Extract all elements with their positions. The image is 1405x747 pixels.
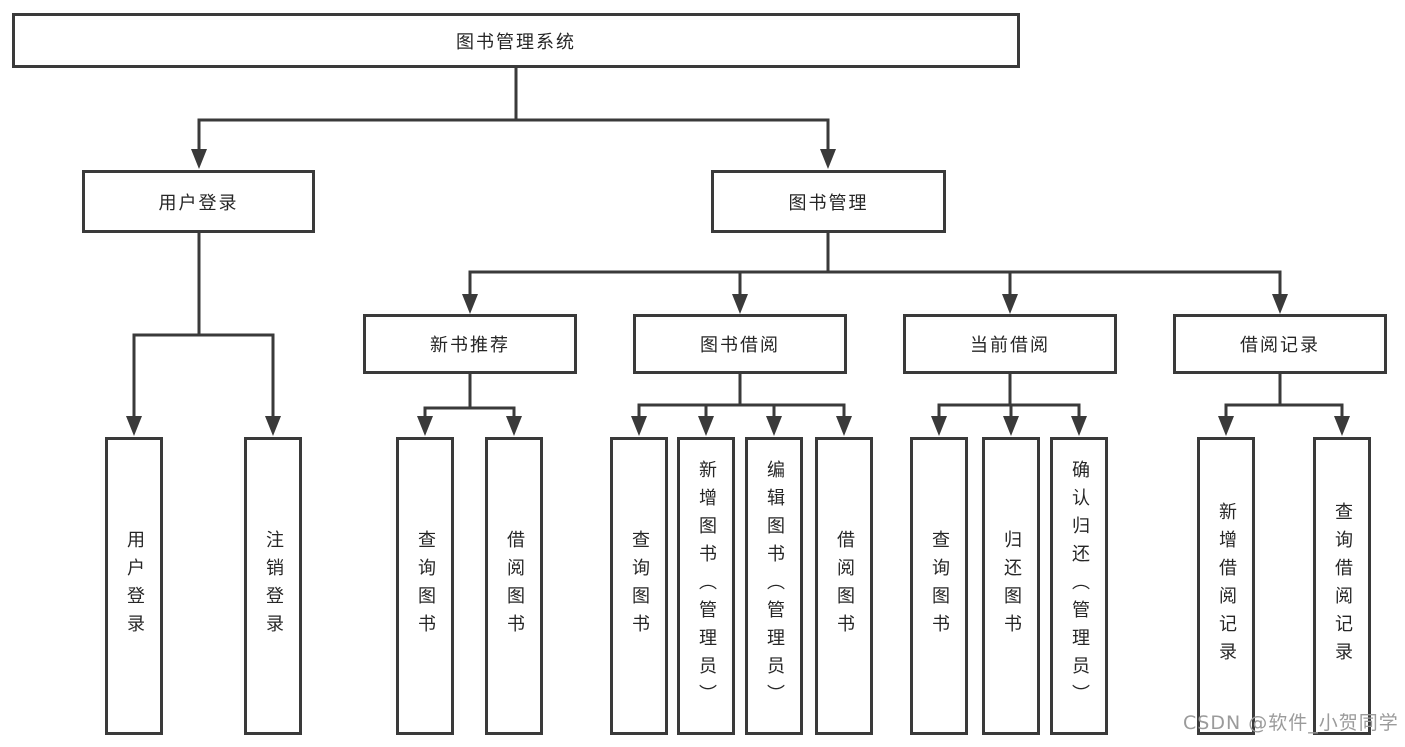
leaf-borrowing-add-book-admin: 新增图书（管理员） xyxy=(677,437,735,735)
leaf-records-query-record: 查询借阅记录 xyxy=(1313,437,1371,735)
leaf-recommend-query-book: 查询图书 xyxy=(396,437,454,735)
leaf-current-confirm-return-admin: 确认归还（管理员） xyxy=(1050,437,1108,735)
arrowhead xyxy=(931,416,947,436)
leaf-current-return-book: 归还图书 xyxy=(982,437,1040,735)
arrowhead xyxy=(698,416,714,436)
leaf-borrowing-edit-book-admin: 编辑图书（管理员） xyxy=(745,437,803,735)
arrowhead xyxy=(820,149,836,169)
node-user-login: 用户登录 xyxy=(82,170,315,233)
arrowhead xyxy=(1003,416,1019,436)
arrowhead xyxy=(631,416,647,436)
arrowhead xyxy=(836,416,852,436)
node-current-borrowing: 当前借阅 xyxy=(903,314,1117,374)
arrowhead xyxy=(417,416,433,436)
leaf-borrowing-borrow-book: 借阅图书 xyxy=(815,437,873,735)
node-book-management: 图书管理 xyxy=(711,170,946,233)
arrowhead xyxy=(1002,294,1018,314)
node-new-book-recommendation: 新书推荐 xyxy=(363,314,577,374)
arrowhead xyxy=(1071,416,1087,436)
node-root-system: 图书管理系统 xyxy=(12,13,1020,68)
arrowhead xyxy=(732,294,748,314)
leaf-recommend-borrow-book: 借阅图书 xyxy=(485,437,543,735)
arrowhead xyxy=(1334,416,1350,436)
arrowhead xyxy=(191,149,207,169)
leaf-records-add-record: 新增借阅记录 xyxy=(1197,437,1255,735)
leaf-current-query-book: 查询图书 xyxy=(910,437,968,735)
arrowhead xyxy=(506,416,522,436)
leaf-logout: 注销登录 xyxy=(244,437,302,735)
leaf-user-login: 用户登录 xyxy=(105,437,163,735)
leaf-borrowing-query-book: 查询图书 xyxy=(610,437,668,735)
node-book-borrowing: 图书借阅 xyxy=(633,314,847,374)
arrowhead xyxy=(265,416,281,436)
arrowhead xyxy=(1272,294,1288,314)
arrowhead xyxy=(462,294,478,314)
arrowhead xyxy=(1218,416,1234,436)
arrowhead xyxy=(766,416,782,436)
node-borrowing-records: 借阅记录 xyxy=(1173,314,1387,374)
arrowhead xyxy=(126,416,142,436)
csdn-watermark: CSDN @软件_小贺同学 xyxy=(1183,712,1399,734)
